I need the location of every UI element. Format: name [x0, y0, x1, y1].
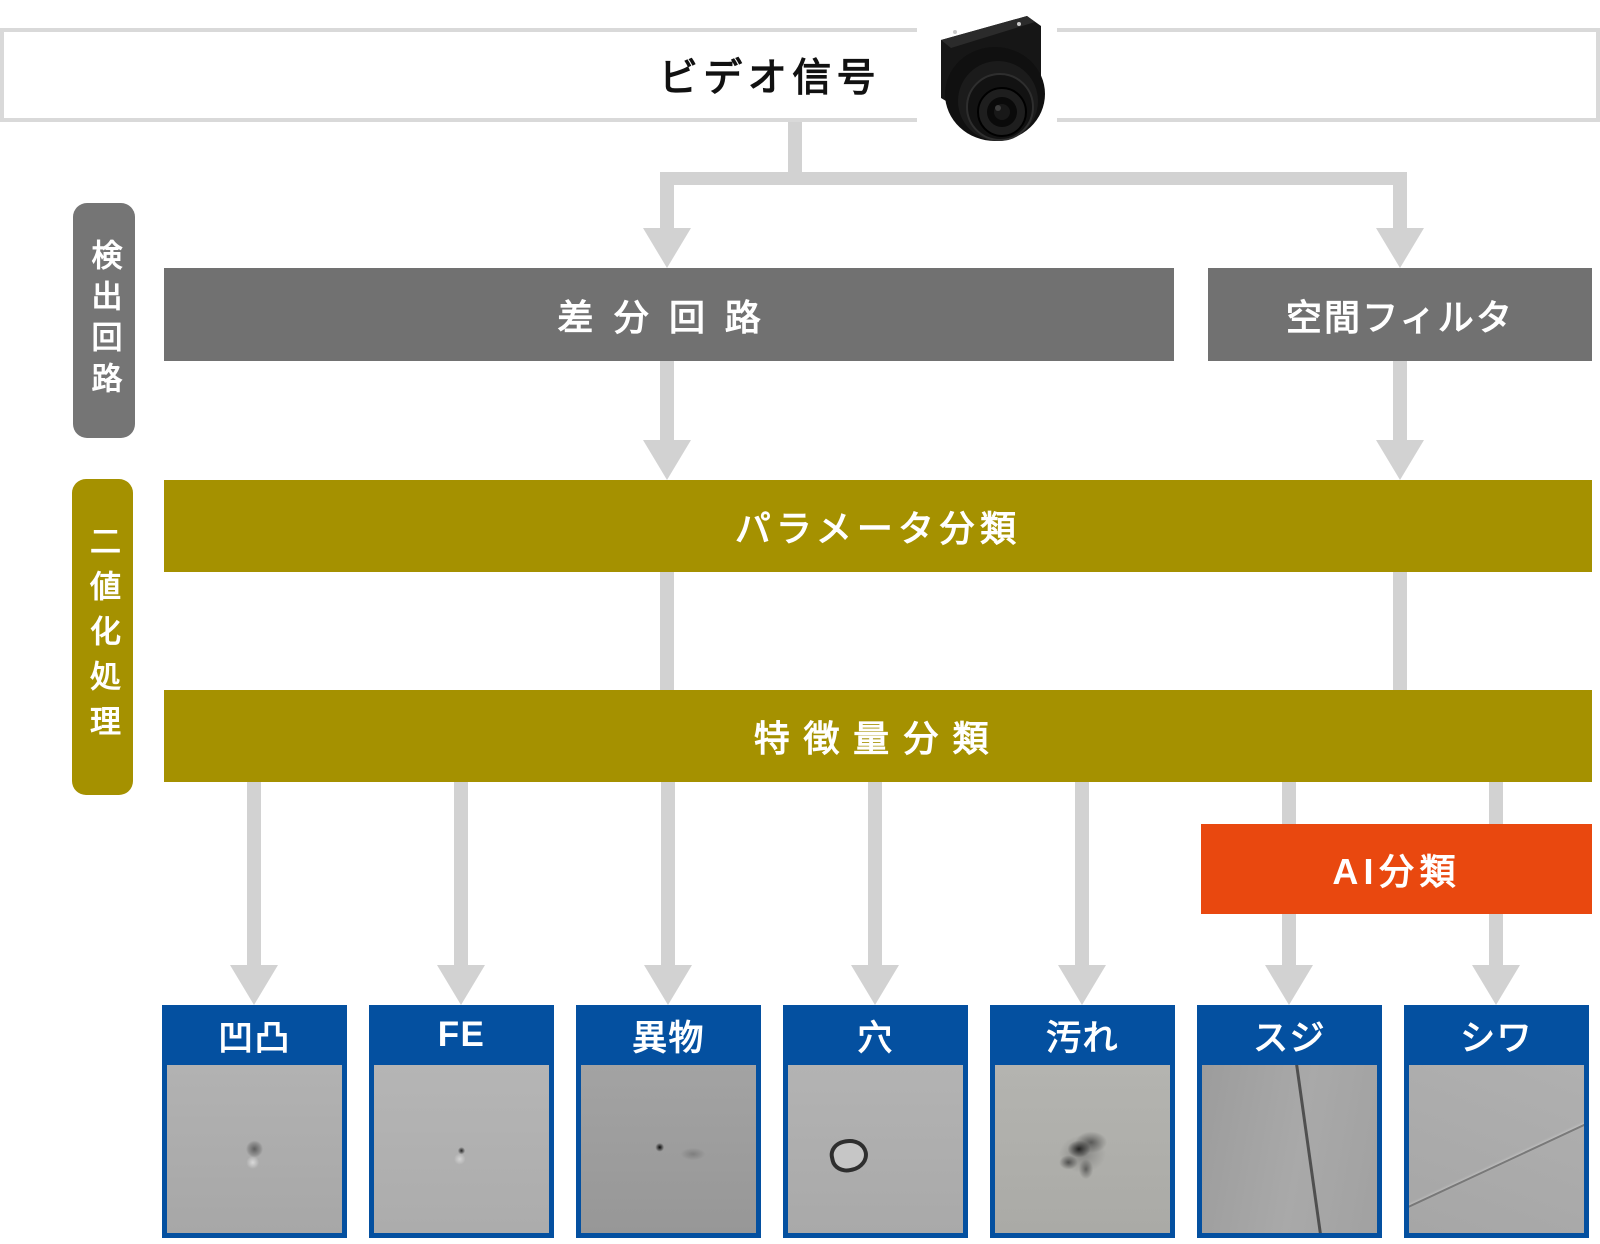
connector-parameter-to-feature-right — [1393, 572, 1407, 690]
arrowhead-difference-circuit — [643, 228, 691, 268]
hole-defect-shape — [826, 1135, 872, 1176]
arrowhead-defect-1 — [230, 965, 278, 1005]
connector-to-defect-3 — [661, 782, 675, 965]
defect-label: 汚れ — [1046, 1018, 1119, 1058]
connector-to-defect-5 — [1075, 782, 1089, 965]
stage-parameter-classification: パラメータ分類 — [164, 480, 1592, 572]
stage-feature-classification: 特徴量分類 — [164, 690, 1592, 782]
arrowhead-parameter-right — [1376, 440, 1424, 480]
side-label-detection-circuit: 検出回路 — [73, 203, 135, 438]
stage-ai-classification: AI分類 — [1201, 824, 1592, 914]
arrowhead-defect-7 — [1472, 965, 1520, 1005]
video-signal-frame — [0, 28, 1600, 122]
defect-sample-image — [374, 1065, 549, 1233]
arrowhead-parameter-left — [643, 440, 691, 480]
side-label-binarization: 二値化処理 — [72, 479, 133, 795]
connector-feature-to-ai-left — [1282, 782, 1296, 824]
arrowhead-defect-3 — [644, 965, 692, 1005]
wrinkle-defect-shape — [1409, 1110, 1584, 1223]
defect-sample-image — [788, 1065, 963, 1233]
streak-defect-shape — [1286, 1065, 1331, 1233]
connector-filter-to-parameter — [1393, 361, 1407, 440]
defect-label: 異物 — [632, 1018, 705, 1058]
defect-label: FE — [437, 1015, 486, 1054]
arrowhead-spatial-filter — [1376, 228, 1424, 268]
stage-difference-circuit: 差分回路 — [164, 268, 1174, 361]
connector-ai-to-defect-7 — [1489, 914, 1503, 965]
connector-to-defect-1 — [247, 782, 261, 965]
camera-icon — [941, 16, 1045, 141]
defect-box-bump: 凹凸 — [162, 1005, 347, 1238]
arrowhead-defect-5 — [1058, 965, 1106, 1005]
connector-diff-to-parameter — [660, 361, 674, 440]
connector-to-difference-circuit — [660, 172, 674, 228]
defect-sample-image — [1409, 1065, 1584, 1233]
connector-to-defect-4 — [868, 782, 882, 965]
connector-ai-to-defect-6 — [1282, 914, 1296, 965]
stage-spatial-filter: 空間フィルタ — [1208, 268, 1592, 361]
defect-label: 凹凸 — [218, 1018, 291, 1058]
defect-box-streak: スジ — [1197, 1005, 1382, 1238]
defect-box-wrinkle: シワ — [1404, 1005, 1589, 1238]
defect-sample-image — [581, 1065, 756, 1233]
camera-image-patch — [917, 0, 1057, 162]
connector-to-defect-2 — [454, 782, 468, 965]
arrowhead-defect-4 — [851, 965, 899, 1005]
defect-box-stain: 汚れ — [990, 1005, 1175, 1238]
defect-box-hole: 穴 — [783, 1005, 968, 1238]
connector-to-spatial-filter — [1393, 172, 1407, 228]
defect-sample-image — [995, 1065, 1170, 1233]
arrowhead-defect-6 — [1265, 965, 1313, 1005]
connector-branch-line — [660, 172, 1407, 185]
defect-sample-image — [1202, 1065, 1377, 1233]
arrowhead-defect-2 — [437, 965, 485, 1005]
defect-label: スジ — [1253, 1018, 1326, 1058]
defect-box-fe: FE — [369, 1005, 554, 1238]
connector-parameter-to-feature-left — [660, 572, 674, 690]
connector-header-stub — [788, 122, 802, 185]
page-title: ビデオ信号 — [658, 57, 882, 100]
defect-sample-image — [167, 1065, 342, 1233]
defect-box-foreign-matter: 異物 — [576, 1005, 761, 1238]
connector-feature-to-ai-right — [1489, 782, 1503, 824]
defect-label: 穴 — [857, 1018, 894, 1058]
defect-label: シワ — [1460, 1018, 1533, 1058]
